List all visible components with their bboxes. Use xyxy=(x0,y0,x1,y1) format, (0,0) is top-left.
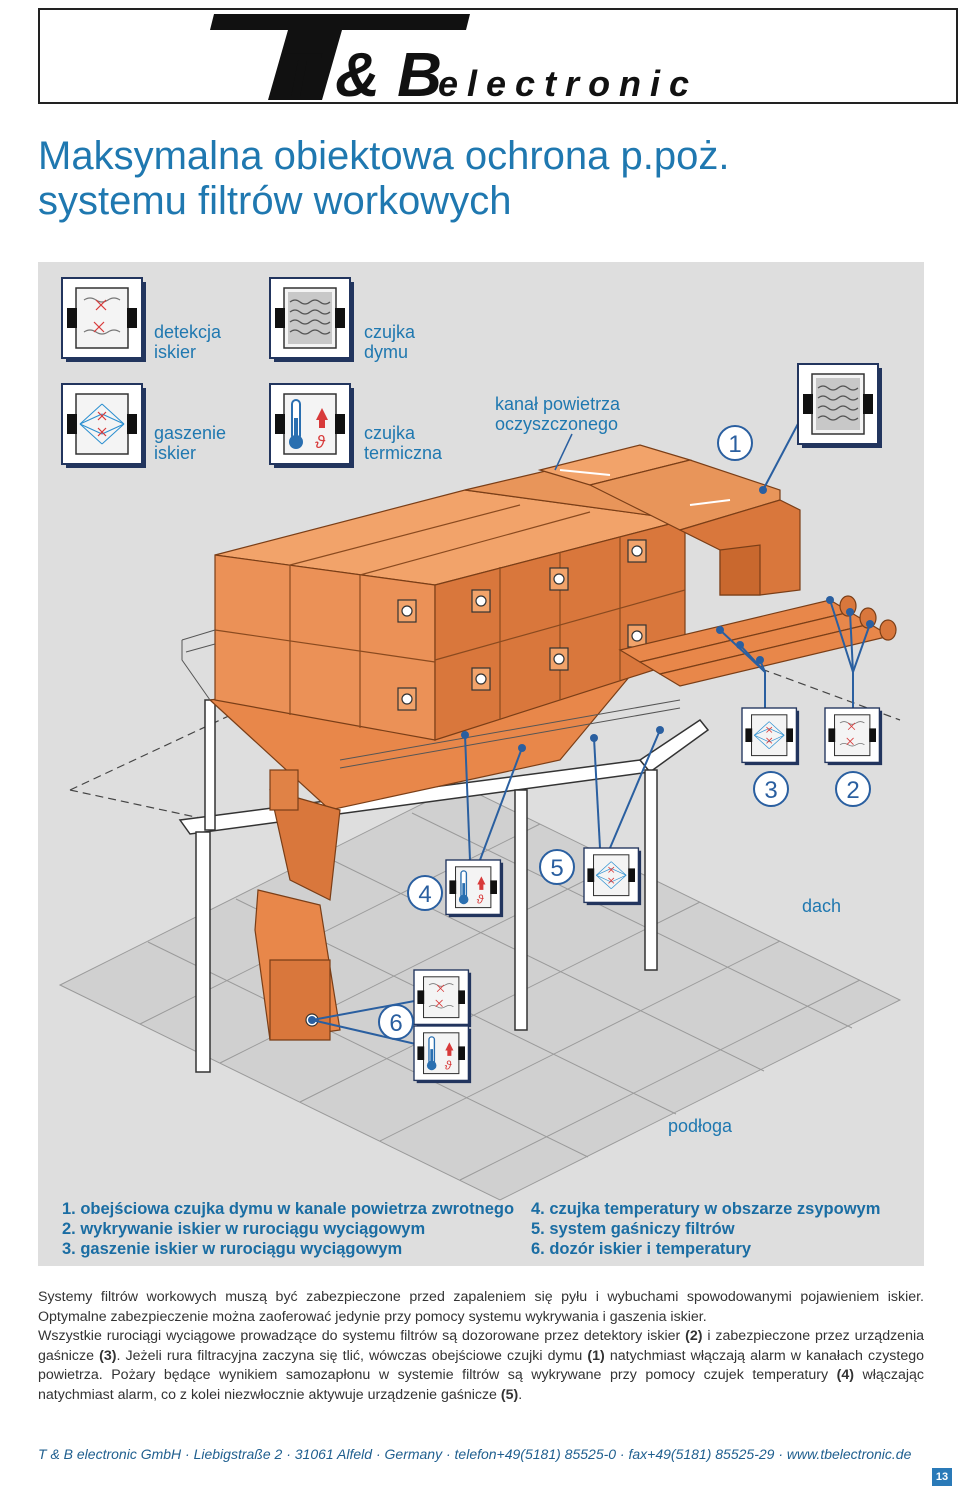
description-paragraph-2: Wszystkie rurociągi wyciągowe prowadzące… xyxy=(38,1328,924,1403)
intake-pipes xyxy=(618,595,897,687)
clean-air-duct xyxy=(537,444,801,596)
floor-grid xyxy=(58,784,902,1201)
legend-item-6: 6. dozór iskier i temperatury xyxy=(531,1240,752,1258)
smoke-detector-icon xyxy=(269,277,355,363)
logo-brand: T & B xyxy=(280,41,442,110)
marker-3: 3 xyxy=(764,777,777,804)
legend-item-3: 3. gaszenie iskier w rurociągu wyciągowy… xyxy=(62,1240,403,1258)
title-line-1: Maksymalna obiektowa ochrona p.poż. xyxy=(38,134,730,178)
legend-right: 4. czujka temperatury w obszarze zsypowy… xyxy=(531,1199,880,1259)
platform-railing xyxy=(181,629,681,769)
marker-6: 6 xyxy=(389,1010,402,1037)
marker-1: 1 xyxy=(728,431,741,458)
legend-item-5: 5. system gaśniczy filtrów xyxy=(531,1220,735,1238)
footer-contact: T & B electronic GmbH · Liebigstraße 2 ·… xyxy=(38,1446,912,1462)
diagram-graphics: ϑ xyxy=(58,277,902,1201)
label-podloga: podłoga xyxy=(668,1116,733,1136)
thermal-detector-icon xyxy=(269,383,355,469)
marker-2: 2 xyxy=(846,777,859,804)
page-number: 13 xyxy=(932,1468,952,1486)
header-frame xyxy=(38,8,958,104)
legend-item-1: 1. obejściowa czujka dymu w kanale powie… xyxy=(62,1200,515,1218)
connector-dots xyxy=(308,486,874,1024)
discharge-spark-detector-icon xyxy=(413,969,472,1028)
label-dach: dach xyxy=(802,896,842,916)
marker-5: 5 xyxy=(550,855,563,882)
description-paragraph-1: Systemy filtrów workowych muszą być zabe… xyxy=(38,1289,924,1325)
spark-extinguisher-pipe-icon xyxy=(741,707,800,766)
hopper-temperature-sensor-icon xyxy=(445,859,504,918)
spark-detection-icon xyxy=(61,277,147,363)
title-line-2: systemu filtrów workowych xyxy=(38,179,512,223)
logo-word: electronic xyxy=(438,63,698,104)
page-title: Maksymalna obiektowa ochrona p.poż. syst… xyxy=(38,134,729,224)
filter-extinguishing-icon xyxy=(583,847,642,906)
spark-extinguishing-icon xyxy=(61,383,147,469)
number-markers xyxy=(378,425,871,1040)
spark-detector-pipe-icon xyxy=(824,707,883,766)
marker-4: 4 xyxy=(418,881,431,908)
company-logo: T & B electronic xyxy=(210,14,698,110)
bypass-smoke-detector-icon xyxy=(797,363,883,449)
legend-left: 1. obejściowa czujka dymu w kanale powie… xyxy=(62,1199,514,1259)
legend-item-2: 2. wykrywanie iskier w rurociągu wyciągo… xyxy=(62,1220,426,1238)
discharge-temperature-sensor-icon xyxy=(413,1025,472,1084)
filter-housing xyxy=(214,469,686,741)
legend-item-4: 4. czujka temperatury w obszarze zsypowy… xyxy=(531,1200,881,1218)
description: Systemy filtrów workowych muszą być zabe… xyxy=(38,1288,924,1405)
duct-pointer-line xyxy=(554,433,573,471)
